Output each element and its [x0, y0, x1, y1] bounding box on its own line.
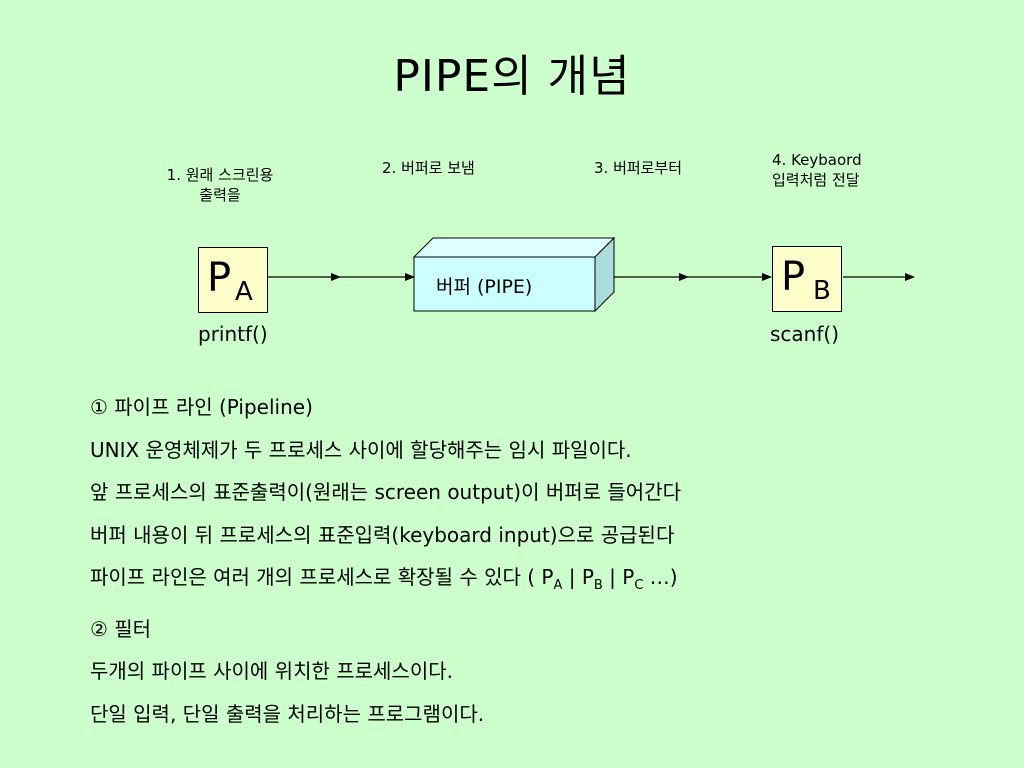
step-1-label: 1. 원래 스크린용 출력을 [120, 165, 320, 205]
extension-suffix: …) [643, 565, 678, 589]
pipeline-input-desc: 버퍼 내용이 뒤 프로세스의 표준입력(keyboard input)으로 공급… [90, 522, 675, 547]
process-a-subscript: A [235, 277, 253, 307]
process-b-box: P B [772, 246, 842, 312]
step-1-line-1: 1. 원래 스크린용 [166, 166, 274, 184]
filter-heading: ② 필터 [90, 616, 152, 641]
process-a-box: P A [198, 247, 268, 313]
step-4-line-1: 4. Keybaord [772, 151, 862, 169]
process-b-letter: P [781, 254, 806, 300]
filter-io-desc: 단일 입력, 단일 출력을 처리하는 프로그램이다. [90, 701, 485, 726]
step-2-label: 2. 버퍼로 보냄 [382, 159, 475, 177]
explanation-text: ① 파이프 라인 (Pipeline) UNIX 운영체제가 두 프로세스 사이… [90, 386, 681, 735]
process-b-function: scanf() [770, 322, 839, 346]
process-b-subscript: B [813, 276, 831, 306]
extension-sub-a: A [553, 578, 563, 593]
extension-sub-b: B [593, 578, 603, 593]
step-4-line-2: 입력처럼 전달 [772, 171, 860, 189]
pipeline-heading: ① 파이프 라인 (Pipeline) [90, 395, 313, 419]
step-1-line-2: 출력을 [199, 186, 241, 204]
pipe-label: 버퍼 (PIPE) [436, 276, 533, 298]
pipeline-output-desc: 앞 프로세스의 표준출력이(원래는 screen output)이 버퍼로 들어… [90, 480, 682, 504]
step-4-label: 4. Keybaord 입력처럼 전달 [772, 150, 862, 190]
extension-sub-c: C [634, 578, 644, 593]
pipeline-extension-desc: 파이프 라인은 여러 개의 프로세스로 확장될 수 있다 ( PA | PB |… [90, 556, 681, 608]
extension-sep-1: | P [562, 565, 594, 589]
pipe-box-top [412, 237, 616, 258]
pipe-box-front [413, 256, 596, 312]
extension-sep-2: | P [602, 565, 635, 589]
process-a-letter: P [207, 255, 232, 301]
filter-definition: 두개의 파이프 사이에 위치한 프로세스이다. [90, 659, 453, 683]
extension-prefix: 파이프 라인은 여러 개의 프로세스로 확장될 수 있다 ( P [90, 565, 554, 589]
slide-title: PIPE의 개념 [393, 51, 631, 102]
step-3-label: 3. 버퍼로부터 [594, 159, 683, 177]
pipeline-definition: UNIX 운영체제가 두 프로세스 사이에 할당해주는 임시 파일이다. [90, 437, 632, 462]
process-a-function: printf() [198, 322, 268, 346]
